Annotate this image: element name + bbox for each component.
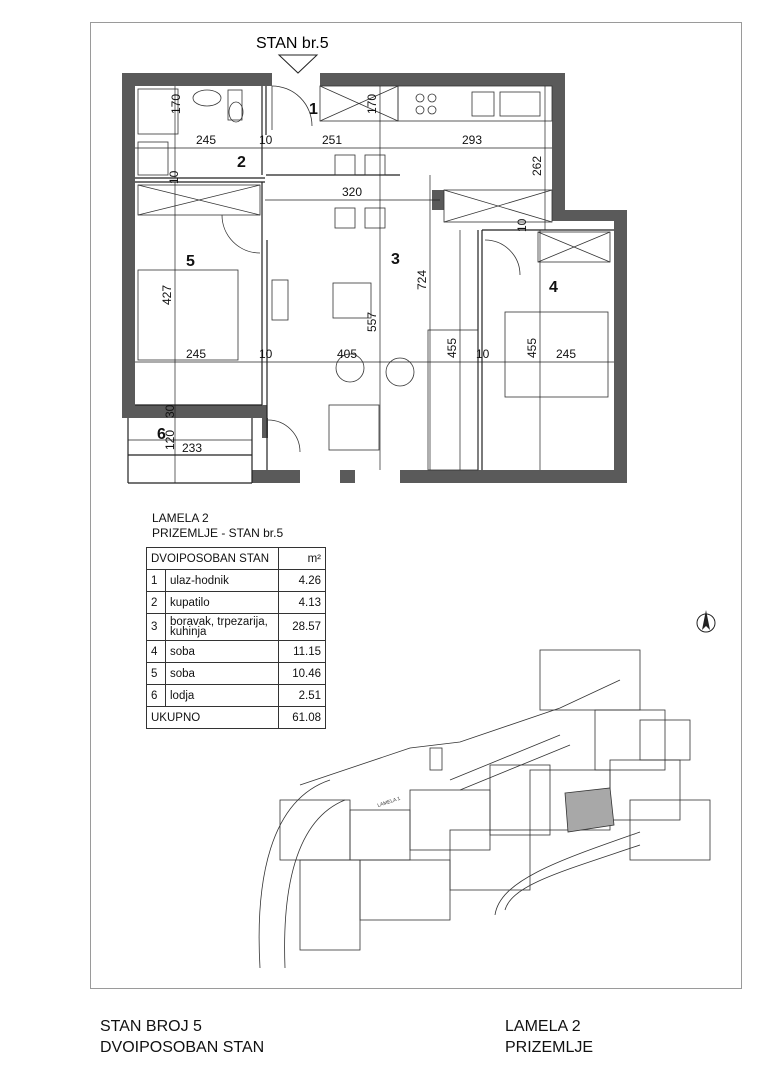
dim-label: 245	[196, 133, 216, 147]
dim-label: 170	[365, 94, 379, 114]
entry-arrow	[277, 54, 319, 74]
room-area: 4.26	[278, 569, 326, 592]
area-table-header: DVOIPOSOBAN STAN m²	[146, 547, 326, 570]
room-area: 10.46	[278, 662, 326, 685]
row-number: 5	[146, 662, 166, 685]
room-number-3: 3	[391, 251, 400, 268]
room-name: boravak, trpezarija, kuhinja	[165, 613, 279, 641]
title-line-1: LAMELA 2	[152, 511, 209, 525]
row-number: 2	[146, 591, 166, 614]
dim-label: 455	[525, 338, 539, 358]
table-row: 6 lodja 2.51	[146, 684, 326, 707]
footer-lamela: LAMELA 2	[505, 1018, 581, 1035]
dim-label: 10	[259, 347, 273, 361]
room-name: soba	[165, 662, 279, 685]
room-number-4: 4	[549, 279, 558, 296]
room-name: lodja	[165, 684, 279, 707]
room-name: soba	[165, 640, 279, 663]
row-number: 1	[146, 569, 166, 592]
footer-right: LAMELA 2 PRIZEMLJE	[505, 1016, 593, 1058]
floor-plan: STAN br.5	[122, 35, 711, 969]
dim-label: 320	[342, 185, 362, 199]
total-row: UKUPNO 61.08	[146, 706, 326, 729]
dimension-lines	[128, 86, 614, 483]
dim-label: 293	[462, 133, 482, 147]
highlighted-unit	[564, 787, 615, 833]
exterior-walls	[122, 73, 627, 483]
footer-left: STAN BROJ 5 DVOIPOSOBAN STAN	[100, 1016, 264, 1058]
dim-label: 170	[169, 94, 183, 114]
table-row: 3 boravak, trpezarija, kuhinja 28.57	[146, 613, 326, 641]
fixtures	[137, 85, 611, 471]
room-number-6: 6	[157, 426, 166, 443]
footer-floor: PRIZEMLJE	[505, 1039, 594, 1056]
dim-label: 10	[167, 170, 181, 184]
drawing-frame	[90, 22, 742, 989]
table-row: 5 soba 10.46	[146, 662, 326, 685]
site-plan	[258, 649, 711, 969]
area-unit: m²	[278, 547, 326, 570]
dim-label: 233	[182, 441, 202, 455]
dim-label: 455	[445, 338, 459, 358]
dim-label: 262	[530, 156, 544, 176]
dim-label: 245	[186, 347, 206, 361]
doors	[221, 85, 521, 453]
entry-label: STAN br.5	[256, 35, 329, 52]
site-plan-label: LAMELA 1	[377, 796, 402, 809]
dim-label: 427	[160, 285, 174, 305]
area-table-title: DVOIPOSOBAN STAN	[146, 547, 279, 570]
dim-label: 251	[322, 133, 342, 147]
dimension-labels: 170 245 10 251 170 293 262 10 320 10 427…	[160, 94, 576, 455]
total-label: UKUPNO	[146, 706, 279, 729]
title-line-2: PRIZEMLJE - STAN br.5	[152, 526, 284, 540]
table-row: 4 soba 11.15	[146, 640, 326, 663]
dim-label: 557	[365, 312, 379, 332]
row-number: 6	[146, 684, 166, 707]
room-number-5: 5	[186, 253, 195, 270]
dim-label: 30	[163, 404, 177, 418]
table-row: 2 kupatilo 4.13	[146, 591, 326, 614]
row-number: 4	[146, 640, 166, 663]
room-area: 2.51	[278, 684, 326, 707]
room-area: 11.15	[278, 640, 326, 663]
dim-label: 10	[515, 218, 529, 232]
dim-label: 10	[259, 133, 273, 147]
room-name: ulaz-hodnik	[165, 569, 279, 592]
dim-label: 120	[163, 430, 177, 450]
footer-unit-type: DVOIPOSOBAN STAN	[100, 1039, 265, 1056]
dim-label: 405	[337, 347, 357, 361]
room-area: 28.57	[278, 613, 326, 641]
room-area: 4.13	[278, 591, 326, 614]
area-table: DVOIPOSOBAN STAN m² 1 ulaz-hodnik 4.26 2…	[146, 547, 326, 729]
dim-label: 245	[556, 347, 576, 361]
total-area: 61.08	[278, 706, 326, 729]
dim-label: 10	[476, 347, 490, 361]
room-number-1: 1	[309, 101, 318, 118]
footer-unit-number: STAN BROJ 5	[100, 1018, 202, 1035]
north-arrow-icon	[696, 610, 716, 633]
title-block: LAMELA 2 PRIZEMLJE - STAN br.5	[152, 511, 283, 541]
room-name: kupatilo	[165, 591, 279, 614]
room-number-2: 2	[237, 154, 246, 171]
room-numbers: 1 2 3 4 5 6	[157, 101, 558, 443]
dim-label: 724	[415, 270, 429, 290]
row-number: 3	[146, 613, 166, 641]
table-row: 1 ulaz-hodnik 4.26	[146, 569, 326, 592]
